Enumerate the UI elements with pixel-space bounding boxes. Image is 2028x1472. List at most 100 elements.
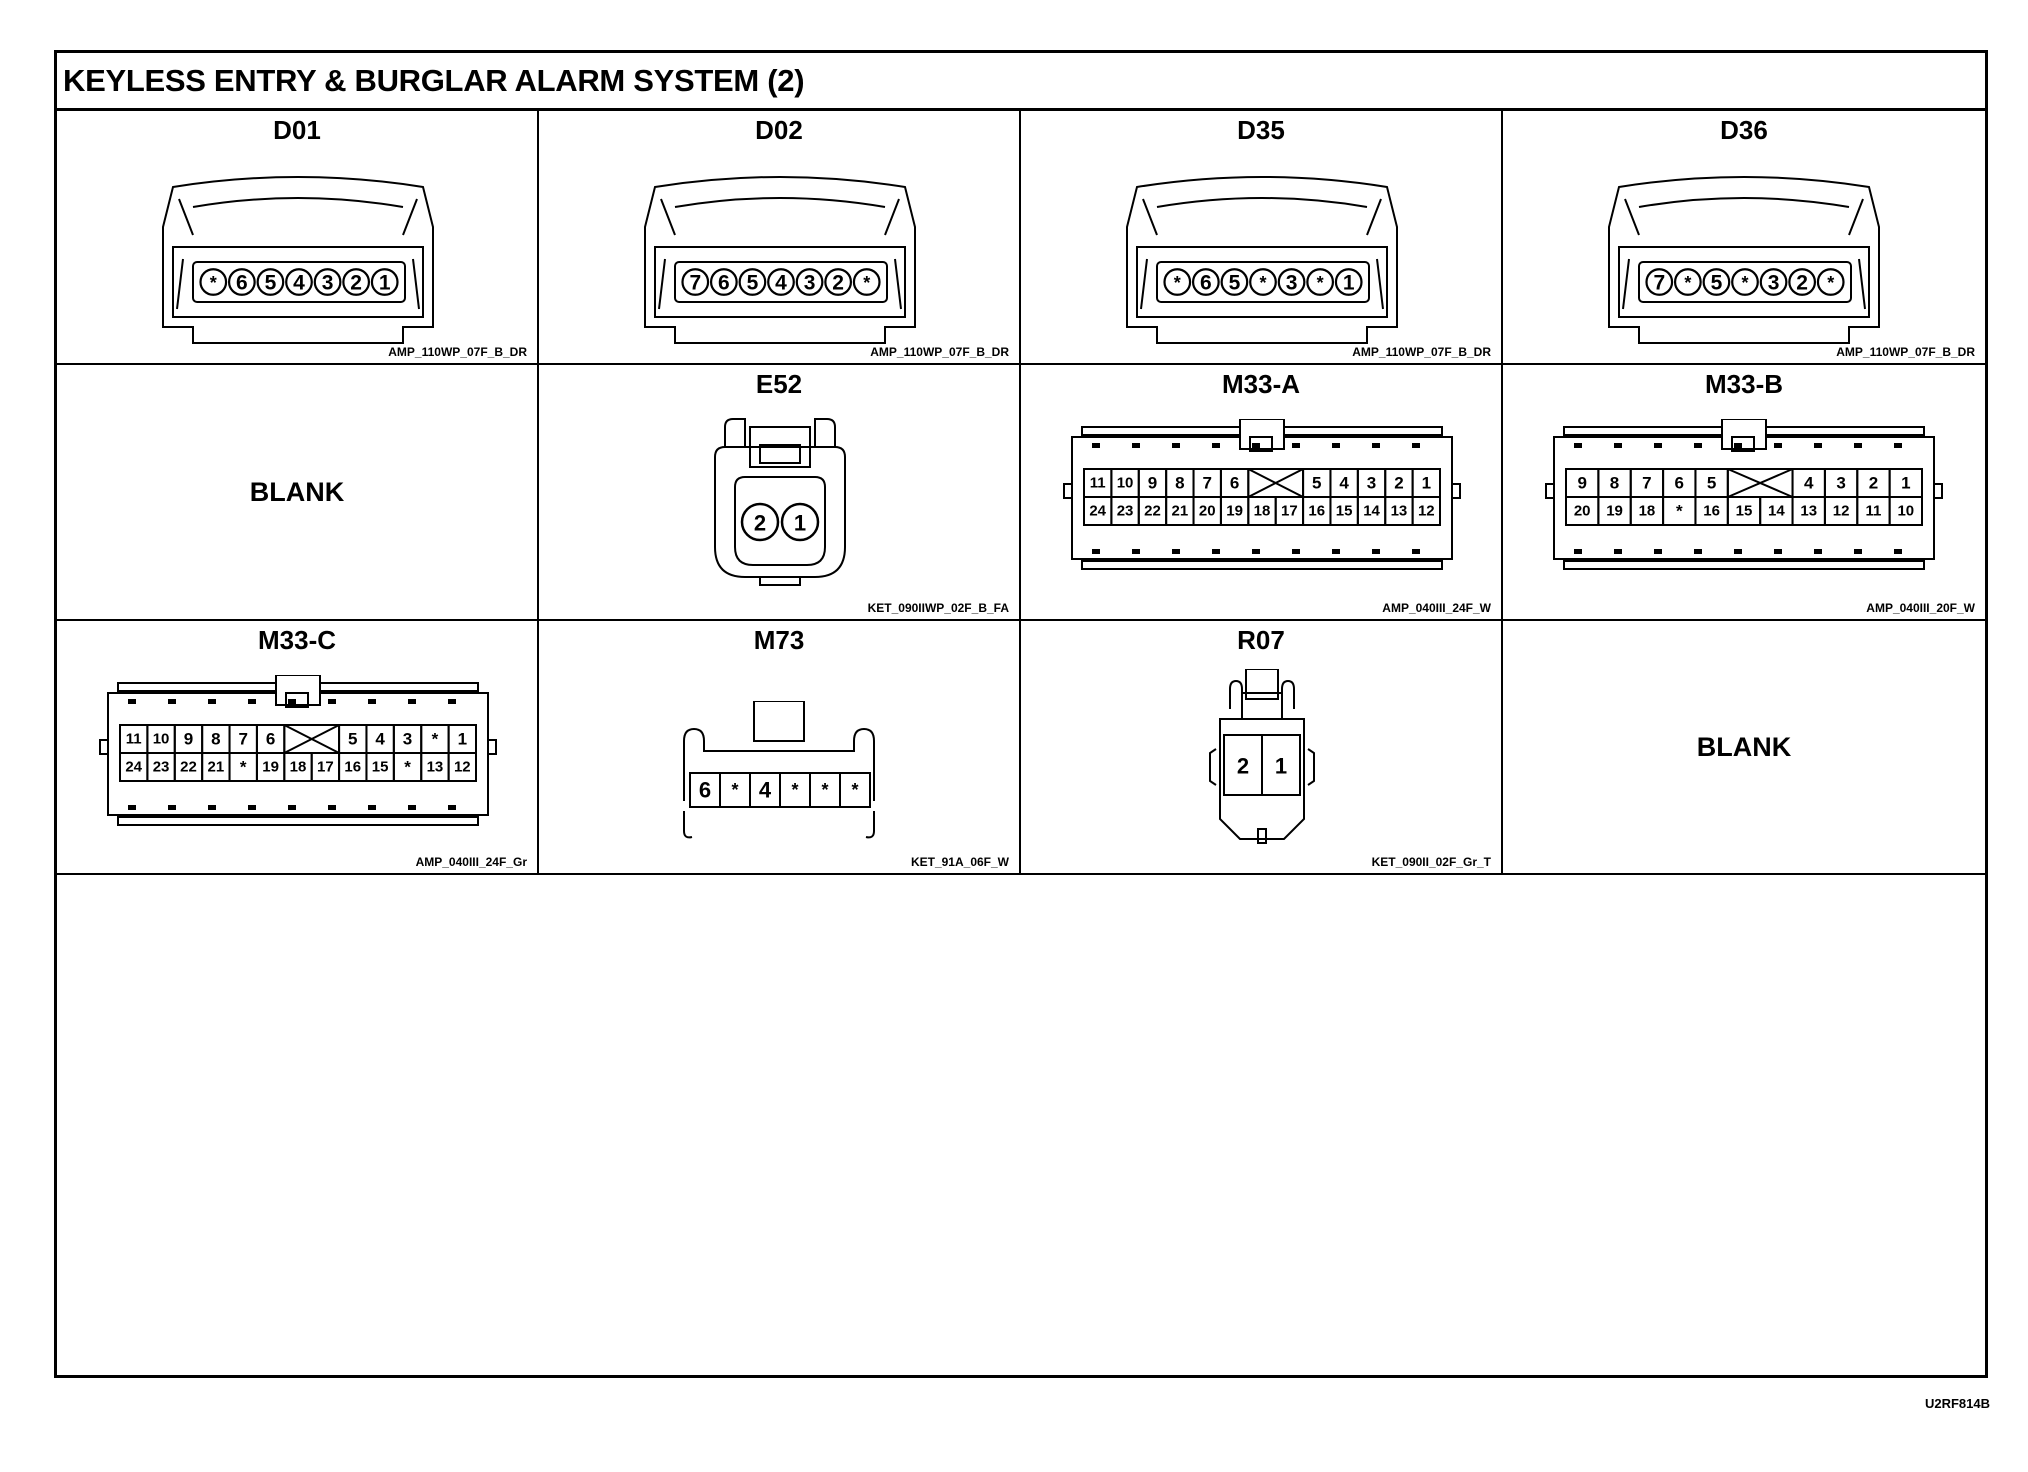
pin-label: 20 xyxy=(1199,503,1216,520)
connector-id: M33-C xyxy=(257,625,336,655)
pin-label: 15 xyxy=(1736,503,1753,520)
pin-label: 14 xyxy=(1363,503,1380,520)
pin-2-1 xyxy=(1191,268,1220,296)
pin-label: 8 xyxy=(1175,474,1184,493)
pin-label: 13 xyxy=(1800,503,1817,520)
pin-label: 18 xyxy=(1639,503,1656,520)
pin-label: 6 xyxy=(1200,272,1212,295)
pin-0-5 xyxy=(342,268,371,296)
pin-label: 1 xyxy=(1343,272,1355,295)
connector-id: D01 xyxy=(273,115,321,145)
pin-label: 10 xyxy=(153,731,170,748)
connector-drawing: 6*4*** xyxy=(683,701,875,839)
pin-1-4 xyxy=(795,268,824,296)
pin-2-5 xyxy=(1306,268,1335,296)
pin-label: 5 xyxy=(1229,272,1241,295)
pin-label: 22 xyxy=(180,759,197,776)
connector-part-code: AMP_110WP_07F_B_DR xyxy=(870,345,1009,359)
pin-label: * xyxy=(791,780,798,800)
pin-label: 6 xyxy=(266,730,275,749)
connector-part-code: KET_91A_06F_W xyxy=(910,855,1009,869)
pin-label: 5 xyxy=(1707,474,1716,493)
connector-id: R07 xyxy=(1237,625,1285,655)
pin-3-0 xyxy=(1645,268,1674,296)
pin-3-1 xyxy=(1673,268,1702,296)
pin-label: 2 xyxy=(1869,474,1878,493)
pin-label: 24 xyxy=(1089,503,1106,520)
pin-label: 16 xyxy=(344,759,361,776)
pin-label: 17 xyxy=(317,759,334,776)
pin-label: 4 xyxy=(759,778,772,803)
pin-label: 10 xyxy=(1117,475,1134,492)
pin-2-4 xyxy=(1277,268,1306,296)
figure-code: U2RF814B xyxy=(1924,1396,1990,1411)
pin-label: * xyxy=(731,780,738,800)
pin-1-0 xyxy=(681,268,710,296)
pin-label: 23 xyxy=(153,759,170,776)
pin-1-3 xyxy=(767,268,795,296)
pin-0-2 xyxy=(256,268,285,296)
connector-part-code: AMP_110WP_07F_B_DR xyxy=(1352,345,1491,359)
pin-label: 3 xyxy=(403,730,412,749)
connector-id: D35 xyxy=(1237,115,1285,145)
pin-label: 6 xyxy=(1230,474,1239,493)
pin-0-4 xyxy=(313,268,342,296)
pin-label: 4 xyxy=(293,272,305,295)
pin-label: * xyxy=(1259,273,1266,293)
connector-id: M33-B xyxy=(1704,369,1783,399)
pin-label: 16 xyxy=(1703,503,1720,520)
pin-label: 12 xyxy=(1418,503,1435,520)
pin-label: 14 xyxy=(1768,503,1785,520)
pin-label: 21 xyxy=(1172,503,1189,520)
pin-label: 2 xyxy=(832,272,844,295)
pin-label: * xyxy=(210,273,217,293)
pin-0-0 xyxy=(199,268,228,296)
pin-3-5 xyxy=(1788,268,1817,296)
pin-label: 2 xyxy=(1394,474,1403,493)
pin-label: 18 xyxy=(1254,503,1271,520)
pin-label: 2 xyxy=(1237,754,1249,779)
pin-label: 15 xyxy=(372,759,389,776)
diagram-title: KEYLESS ENTRY & BURGLAR ALARM SYSTEM (2) xyxy=(57,53,1985,111)
pin-label: 13 xyxy=(427,759,444,776)
pin-label: 4 xyxy=(1804,474,1814,493)
pin-label: 3 xyxy=(322,272,334,295)
pin-label: * xyxy=(432,730,439,749)
pin-label: 17 xyxy=(1281,503,1298,520)
pin-label: 2 xyxy=(350,272,362,295)
blocked-cavity xyxy=(1247,468,1304,498)
connector-id: E52 xyxy=(755,369,803,399)
connector-id: D02 xyxy=(755,115,803,145)
connector-part-code: KET_090II_02F_Gr_T xyxy=(1371,855,1491,869)
pin-label: 11 xyxy=(1090,475,1106,492)
blank-label: BLANK xyxy=(1696,731,1792,762)
pin-e52-0 xyxy=(740,502,780,542)
pin-label: 11 xyxy=(1866,503,1882,520)
pin-label: 9 xyxy=(184,730,193,749)
pin-1-6 xyxy=(852,268,881,296)
pin-label: 7 xyxy=(689,272,701,295)
pin-label: * xyxy=(1741,273,1748,293)
pin-label: 6 xyxy=(699,778,711,803)
pin-label: 9 xyxy=(1577,474,1586,493)
pin-label: 3 xyxy=(1367,474,1376,493)
pin-label: 3 xyxy=(804,272,816,295)
pin-label: 20 xyxy=(1574,503,1591,520)
pin-label: 16 xyxy=(1308,503,1325,520)
pin-label: 8 xyxy=(211,730,220,749)
pin-label: 24 xyxy=(125,759,142,776)
pin-label: 12 xyxy=(1833,503,1850,520)
pin-e52-1 xyxy=(780,502,820,542)
pin-label: 7 xyxy=(1642,474,1651,493)
